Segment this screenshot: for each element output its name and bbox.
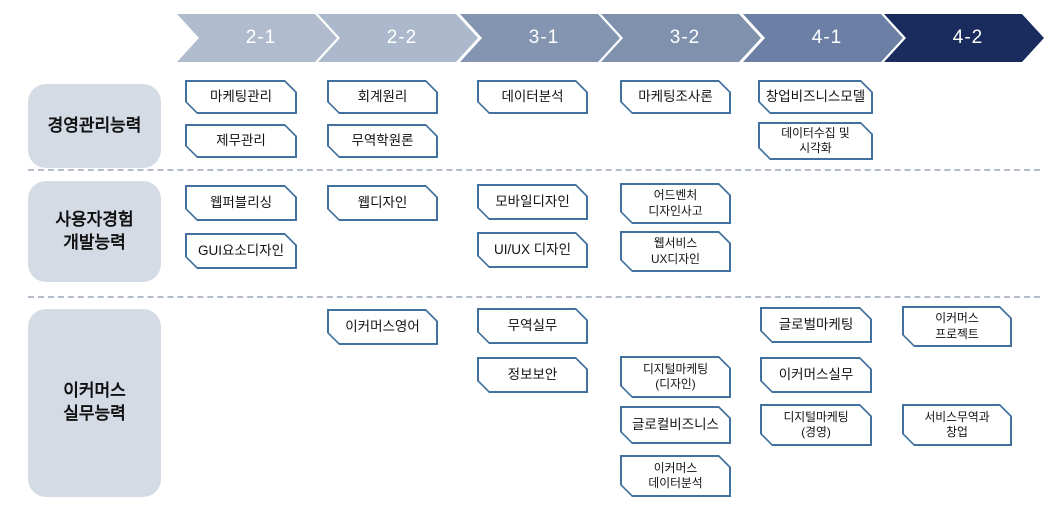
- course-box: 이커머스 데이터분석: [620, 455, 731, 497]
- course-box: 디지털마케팅 (경영): [760, 404, 872, 446]
- course-box: 서비스무역과 창업: [902, 404, 1012, 446]
- course-label: 제무관리: [187, 126, 296, 157]
- course-label: 이커머스영어: [329, 311, 437, 344]
- semester-label: 4-1: [811, 27, 843, 48]
- course-box: 회계원리: [327, 80, 438, 114]
- course-label: 데이터수집 및 시각화: [760, 124, 872, 159]
- course-box: 글로컬비즈니스: [620, 406, 731, 444]
- course-box: 마케팅조사론: [620, 80, 731, 114]
- course-box: 웹퍼블리싱: [185, 185, 297, 221]
- semester-chevron-3-2: 3-2: [601, 14, 761, 62]
- course-label: 웹디자인: [329, 187, 437, 220]
- course-label: 디지털마케팅 (디자인): [622, 358, 730, 397]
- course-box: 웹디자인: [327, 185, 438, 221]
- course-box: 데이터수집 및 시각화: [758, 122, 873, 160]
- course-box: 어드벤처 디자인사고: [620, 183, 731, 224]
- category-management: 경영관리능력: [28, 84, 161, 168]
- course-box: 제무관리: [185, 124, 297, 158]
- course-box: 이커머스 프로젝트: [902, 306, 1012, 347]
- semester-label: 2-2: [386, 27, 418, 48]
- course-box: GUI요소디자인: [185, 233, 297, 269]
- course-label: 웹서비스 UX디자인: [622, 233, 730, 271]
- course-label: 창업비즈니스모델: [760, 82, 872, 113]
- course-label: 모바일디자인: [479, 186, 587, 219]
- course-box: 무역실무: [477, 308, 588, 344]
- course-label: 이커머스실무: [762, 359, 871, 392]
- course-box: 이커머스실무: [760, 357, 872, 393]
- course-box: 모바일디자인: [477, 184, 588, 220]
- course-label: 무역학원론: [329, 126, 437, 157]
- course-label: 글로벌마케팅: [762, 309, 871, 342]
- course-box: 웹서비스 UX디자인: [620, 231, 731, 272]
- semester-label: 2-1: [245, 27, 277, 48]
- course-label: 디지털마케팅 (경영): [762, 406, 871, 445]
- course-label: 마케팅관리: [187, 82, 296, 113]
- course-label: 무역실무: [479, 310, 587, 343]
- course-box: 정보보안: [477, 357, 588, 393]
- course-label: 서비스무역과 창업: [904, 406, 1011, 445]
- course-label: 정보보안: [479, 359, 587, 392]
- course-box: 디지털마케팅 (디자인): [620, 356, 731, 398]
- course-label: 어드벤처 디자인사고: [622, 185, 730, 223]
- course-box: 이커머스영어: [327, 309, 438, 345]
- semester-label: 4-2: [952, 27, 984, 48]
- course-label: 글로컬비즈니스: [622, 408, 730, 443]
- course-label: 이커머스 데이터분석: [622, 457, 730, 496]
- course-label: 회계원리: [329, 82, 437, 113]
- course-box: UI/UX 디자인: [477, 232, 588, 268]
- semester-label: 3-2: [669, 27, 701, 48]
- category-ecommerce: 이커머스 실무능력: [28, 309, 161, 497]
- course-box: 창업비즈니스모델: [758, 80, 873, 114]
- row-divider: [28, 296, 1040, 298]
- semester-label: 3-1: [528, 27, 560, 48]
- semester-chevron-4-1: 4-1: [743, 14, 903, 62]
- course-label: 이커머스 프로젝트: [904, 308, 1011, 346]
- semester-chevron-2-1: 2-1: [177, 14, 337, 62]
- course-label: 마케팅조사론: [622, 82, 730, 113]
- course-label: GUI요소디자인: [187, 235, 296, 268]
- course-box: 무역학원론: [327, 124, 438, 158]
- course-box: 마케팅관리: [185, 80, 297, 114]
- semester-chevron-3-1: 3-1: [460, 14, 620, 62]
- course-label: 데이터분석: [479, 82, 587, 113]
- semester-chevron-4-2: 4-2: [884, 14, 1044, 62]
- category-user-experience: 사용자경험 개발능력: [28, 181, 161, 282]
- semester-chevron-2-2: 2-2: [318, 14, 478, 62]
- course-box: 데이터분석: [477, 80, 588, 114]
- course-box: 글로벌마케팅: [760, 307, 872, 343]
- course-label: 웹퍼블리싱: [187, 187, 296, 220]
- course-label: UI/UX 디자인: [479, 234, 587, 267]
- row-divider: [28, 169, 1040, 171]
